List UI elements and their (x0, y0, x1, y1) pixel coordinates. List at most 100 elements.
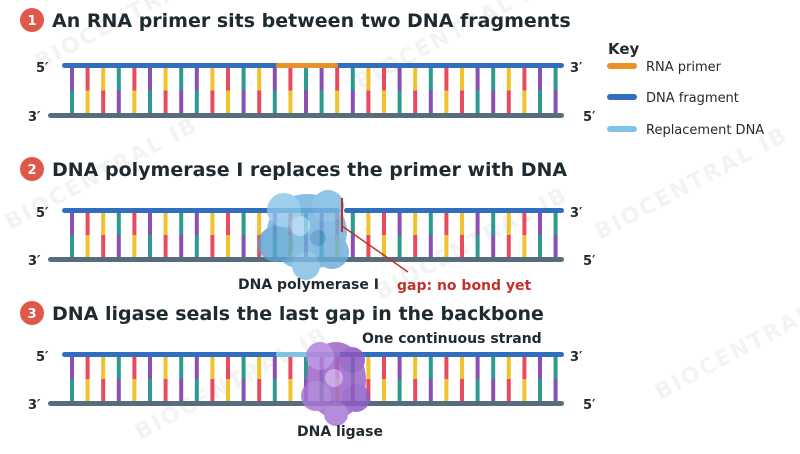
base-bottom (319, 90, 324, 113)
base-top (460, 213, 464, 235)
base-bottom (475, 379, 480, 401)
base-top (226, 357, 230, 379)
polymerase-label: DNA polymerase I (238, 277, 379, 293)
base-top (397, 213, 402, 235)
base-top (163, 357, 168, 379)
step-2-number: 2 (27, 163, 36, 178)
base-bottom (444, 379, 449, 401)
base-bottom (163, 235, 168, 257)
step-3-badge (20, 301, 44, 325)
key-swatch-replacement-dna (607, 126, 637, 132)
base-bottom (428, 379, 433, 401)
dna-polymerase-enzyme (258, 190, 349, 280)
key-label-rna-primer: RNA primer (646, 60, 722, 75)
base-top (101, 68, 106, 91)
base-top (210, 213, 215, 235)
step-2: 2 DNA polymerase I replaces the primer w… (20, 157, 596, 294)
base-bottom (491, 235, 496, 257)
base-top (506, 68, 511, 91)
base-bottom (148, 379, 152, 401)
base-bottom (85, 90, 90, 113)
base-bottom (413, 379, 418, 401)
base-bottom (460, 379, 464, 401)
base-top (241, 357, 246, 379)
base-bottom (148, 235, 152, 257)
base-top (428, 213, 433, 235)
gap-pointer-line (341, 225, 409, 273)
base-top (132, 68, 137, 91)
base-bottom (210, 379, 215, 401)
base-top (163, 213, 168, 235)
base-top (85, 213, 90, 235)
base-top (444, 68, 449, 91)
base-bottom (70, 235, 74, 257)
base-top (428, 68, 433, 91)
base-top (460, 68, 464, 91)
step-2-title: DNA polymerase I replaces the primer wit… (52, 159, 567, 181)
base-bottom (506, 235, 511, 257)
bottom-strand-backbone (48, 113, 564, 118)
base-top (148, 357, 152, 379)
base-top (475, 357, 480, 379)
base-bottom (553, 379, 558, 401)
base-bottom (366, 235, 371, 257)
base-top (70, 213, 74, 235)
base-bottom (350, 235, 355, 257)
top-3-prime-end: 3′ (570, 61, 583, 76)
base-top (70, 357, 74, 379)
base-bottom (491, 379, 496, 401)
key-label-replacement-dna: Replacement DNA (646, 123, 764, 138)
base-top (304, 68, 308, 91)
base-top (116, 213, 121, 235)
base-top (413, 68, 418, 91)
watermark: BIOCENTRAL IB (591, 122, 792, 245)
base-top (397, 68, 402, 91)
base-bottom (179, 90, 184, 113)
base-bottom (241, 235, 246, 257)
base-bottom (413, 90, 418, 113)
base-top (335, 68, 340, 91)
key-swatch-dna-fragment (607, 94, 637, 100)
base-bottom (210, 90, 215, 113)
base-bottom (366, 379, 371, 401)
base-top (366, 213, 371, 235)
base-top (553, 213, 558, 235)
base-top (179, 213, 184, 235)
base-bottom (101, 379, 106, 401)
step-1-title: An RNA primer sits between two DNA fragm… (52, 10, 571, 32)
bottom-3-prime-end: 3′ (28, 110, 41, 125)
base-top (506, 213, 511, 235)
base-top (85, 357, 90, 379)
base-bottom (491, 90, 496, 113)
ligase-label: DNA ligase (297, 424, 383, 440)
base-bottom (132, 235, 137, 257)
base-top (210, 357, 215, 379)
key-title: Key (608, 40, 640, 58)
base-top (428, 357, 433, 379)
base-top (413, 213, 418, 235)
base-bottom (132, 90, 137, 113)
base-bottom (397, 235, 402, 257)
base-pairs-step-1 (70, 68, 558, 113)
base-top (194, 68, 199, 91)
base-bottom (257, 90, 262, 113)
base-top (538, 68, 542, 91)
base-bottom (506, 379, 511, 401)
step-3: 3 DNA ligase seals the last gap in the b… (20, 301, 596, 440)
base-top (241, 68, 246, 91)
base-bottom (194, 379, 199, 401)
base-bottom (382, 90, 386, 113)
base-bottom (241, 379, 246, 401)
base-top (366, 68, 371, 91)
base-bottom (70, 379, 74, 401)
top-5-prime-end: 5′ (36, 206, 49, 221)
base-bottom (506, 90, 511, 113)
top-5-prime-end: 5′ (36, 61, 49, 76)
bottom-5-prime-end: 5′ (583, 398, 596, 413)
step-1-badge (20, 8, 44, 32)
base-top (179, 68, 184, 91)
step-3-number: 3 (27, 307, 36, 322)
base-top (194, 213, 199, 235)
step-3-title: DNA ligase seals the last gap in the bac… (52, 303, 544, 325)
base-bottom (241, 90, 246, 113)
